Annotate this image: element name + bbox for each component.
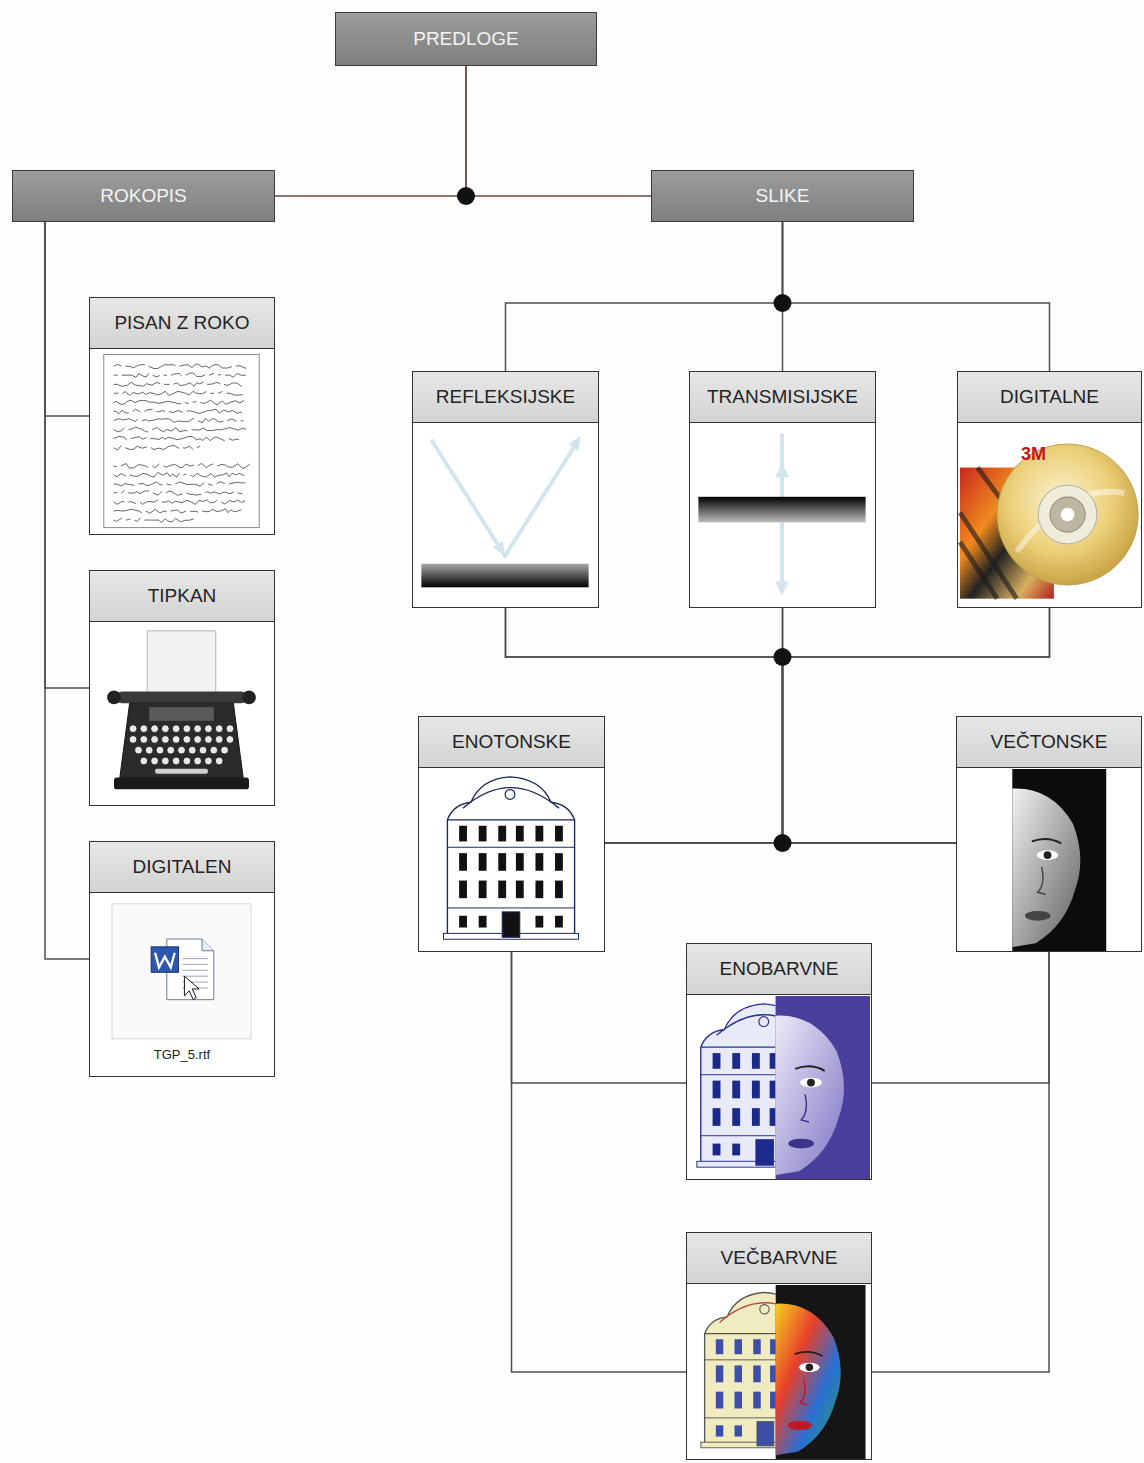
- card-header: VEČBARVNE: [687, 1233, 871, 1284]
- box-title: SLIKE: [756, 185, 810, 207]
- junction-dot: [774, 294, 792, 312]
- card-header: TRANSMISIJSKE: [690, 372, 875, 423]
- junction-dot: [774, 834, 792, 852]
- illustration: [90, 350, 273, 534]
- connector-line: [45, 222, 89, 416]
- card-title: TIPKAN: [148, 585, 217, 607]
- category-card: ENOTONSKE: [418, 716, 605, 952]
- category-box: ROKOPIS: [12, 170, 275, 222]
- category-card: PISAN Z ROKO: [89, 297, 275, 535]
- box-title: ROKOPIS: [100, 185, 187, 207]
- file-name: TGP_5.rtf: [154, 1047, 210, 1062]
- illustration: [90, 623, 273, 805]
- category-box: SLIKE: [651, 170, 914, 222]
- junction-dot: [774, 648, 792, 666]
- category-card: DIGITALEN TGP_5.rtf: [89, 841, 275, 1077]
- category-card: VEČBARVNE: [686, 1232, 872, 1460]
- connector-line: [466, 66, 651, 196]
- card-title: DIGITALEN: [133, 856, 232, 878]
- category-card: TRANSMISIJSKE: [689, 371, 876, 608]
- card-header: REFLEKSIJSKE: [413, 372, 598, 423]
- connector-line: [275, 66, 466, 196]
- card-header: TIPKAN: [90, 571, 274, 622]
- brand-label: 3M: [1021, 444, 1046, 465]
- category-card: ENOBARVNE: [686, 943, 872, 1180]
- category-card: TIPKAN: [89, 570, 275, 806]
- connector-line: [872, 952, 1049, 1372]
- card-title: TRANSMISIJSKE: [707, 386, 858, 408]
- card-header: DIGITALNE: [958, 372, 1141, 423]
- card-header: ENOBARVNE: [687, 944, 871, 995]
- connector-line: [605, 608, 783, 843]
- category-card: VEČTONSKE: [956, 716, 1142, 952]
- box-title: PREDLOGE: [413, 28, 519, 50]
- card-title: ENOBARVNE: [720, 958, 839, 980]
- card-header: DIGITALEN: [90, 842, 274, 893]
- category-box: PREDLOGE: [335, 12, 597, 66]
- junction-dot: [457, 187, 475, 205]
- card-title: VEČTONSKE: [991, 731, 1108, 753]
- illustration: [957, 769, 1140, 951]
- connector-line: [45, 222, 89, 688]
- illustration: [958, 424, 1140, 607]
- card-header: VEČTONSKE: [957, 717, 1141, 768]
- card-title: ENOTONSKE: [452, 731, 571, 753]
- card-title: PISAN Z ROKO: [114, 312, 249, 334]
- caption-row: TGP_5.rtf: [90, 1045, 274, 1063]
- illustration: [413, 424, 597, 607]
- card-title: REFLEKSIJSKE: [436, 386, 575, 408]
- connector-line: [512, 952, 687, 1083]
- card-title: VEČBARVNE: [721, 1247, 838, 1269]
- category-card: DIGITALNE 3M: [957, 371, 1142, 608]
- illustration: [690, 424, 874, 607]
- illustration: [687, 1285, 870, 1459]
- illustration: [419, 769, 603, 951]
- card-header: PISAN Z ROKO: [90, 298, 274, 349]
- category-card: REFLEKSIJSKE: [412, 371, 599, 608]
- connector-line: [783, 608, 957, 843]
- card-title: DIGITALNE: [1000, 386, 1099, 408]
- illustration: [687, 996, 870, 1179]
- connector-line: [45, 222, 89, 959]
- connector-line: [783, 222, 1050, 371]
- connector-line: [872, 952, 1049, 1083]
- connector-line: [506, 222, 783, 371]
- card-header: ENOTONSKE: [419, 717, 604, 768]
- connector-line: [512, 952, 687, 1372]
